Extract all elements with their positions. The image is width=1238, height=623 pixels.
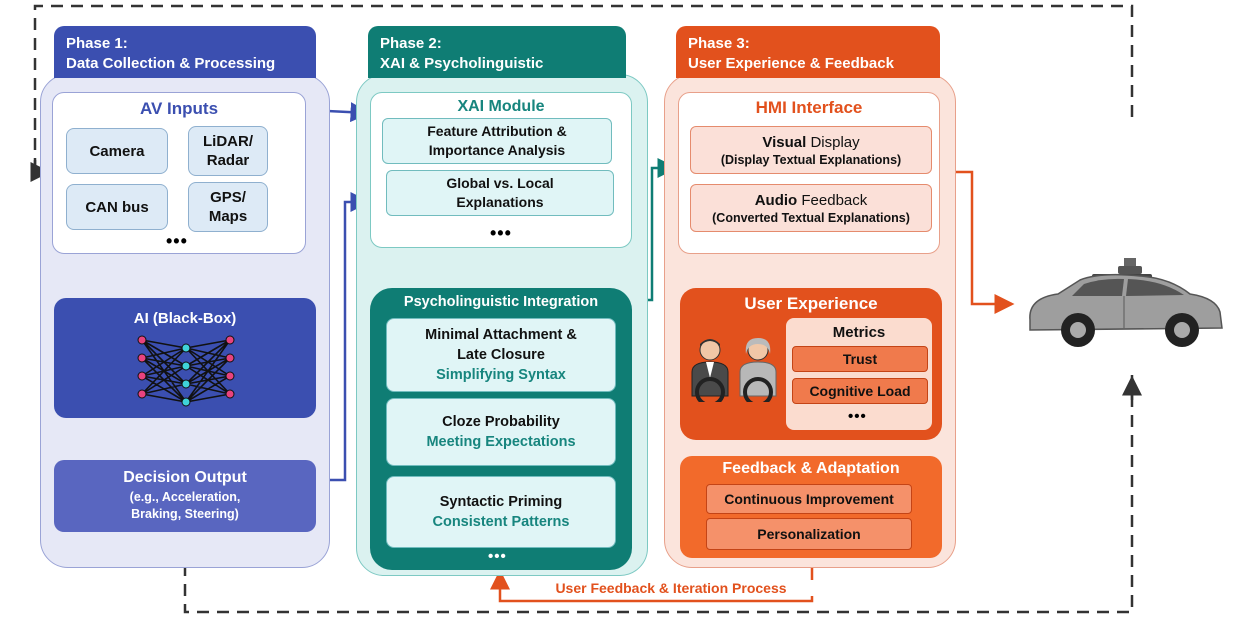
drivers-icon: [691, 338, 777, 402]
audio-feedback-rest: Feedback: [797, 191, 868, 209]
female-driver-icon: [739, 338, 777, 402]
visual-display-sub: (Display Textual Explanations): [720, 152, 902, 167]
xai-global-local: Global vs. Local Explanations: [386, 170, 614, 216]
audio-feedback-box: Audio Feedback (Converted Textual Explan…: [690, 184, 932, 232]
input-gps-maps: GPS/ Maps: [188, 182, 268, 232]
psy-ellipsis: •••: [488, 548, 507, 565]
feedback-adaptation-title: Feedback & Adaptation: [722, 460, 900, 477]
phase2-title: Phase 2:: [380, 35, 442, 52]
phase3-header: Phase 3: User Experience & Feedback: [676, 26, 940, 78]
input-can-bus: CAN bus: [66, 184, 168, 230]
autonomous-car-icon: [1029, 258, 1223, 347]
input-lidar-radar: LiDAR/ Radar: [188, 126, 268, 176]
neural-network-icon: [137, 335, 235, 407]
psy-item-sub: Consistent Patterns: [432, 514, 570, 530]
metrics-ellipsis: •••: [848, 408, 867, 425]
user-experience-title: User Experience: [744, 294, 878, 313]
metric-cognitive-load: Cognitive Load: [792, 378, 928, 404]
phase2-header: Phase 2: XAI & Psycholinguistic: [368, 26, 626, 78]
male-driver-icon: [691, 339, 729, 402]
audio-feedback-sub: (Converted Textual Explanations): [712, 210, 910, 225]
visual-display-bold: Visual: [762, 133, 807, 151]
phase3-subtitle: User Experience & Feedback: [688, 55, 894, 72]
decision-output-sub: (e.g., Acceleration, Braking, Steering): [129, 490, 241, 521]
input-camera: Camera: [66, 128, 168, 174]
phase1-subtitle: Data Collection & Processing: [66, 55, 276, 72]
psy-item-main: Cloze Probability: [442, 414, 560, 430]
psy-item-main: Syntactic Priming: [439, 494, 563, 510]
metrics-box: Metrics: [786, 318, 932, 430]
visual-display-rest: Display: [806, 133, 860, 151]
psy-item-sub: Simplifying Syntax: [436, 367, 566, 383]
psy-cloze-probability: Cloze Probability Meeting Expectations: [386, 398, 616, 466]
xai-ellipsis: •••: [490, 223, 512, 243]
phase1-header: Phase 1: Data Collection & Processing: [54, 26, 316, 78]
ai-blackbox-box: AI (Black-Box): [54, 298, 316, 418]
psycholinguistic-title: Psycholinguistic Integration: [403, 294, 599, 310]
av-inputs-ellipsis: •••: [166, 231, 188, 251]
psy-item-main: Minimal Attachment & Late Closure: [425, 327, 577, 363]
av-inputs-title: AV Inputs: [139, 99, 219, 118]
phase1-title: Phase 1:: [66, 35, 128, 52]
feedback-personalization: Personalization: [706, 518, 912, 550]
phase2-subtitle: XAI & Psycholinguistic: [380, 55, 544, 72]
metrics-title: Metrics: [832, 324, 886, 341]
metric-trust: Trust: [792, 346, 928, 372]
hmi-to-car-arrow: [945, 170, 1015, 314]
psy-item-sub: Meeting Expectations: [426, 434, 576, 450]
phase3-title: Phase 3:: [688, 35, 750, 52]
audio-feedback-bold: Audio: [754, 191, 798, 209]
hmi-interface-title: HMI Interface: [755, 98, 863, 117]
dashed-loop-top: [33, 4, 1134, 170]
xai-feature-attribution: Feature Attribution & Importance Analysi…: [382, 118, 612, 164]
psy-syntactic-priming: Syntactic Priming Consistent Patterns: [386, 476, 616, 548]
visual-display-box: Visual Display (Display Textual Explanat…: [690, 126, 932, 174]
feedback-loop-label: User Feedback & Iteration Process: [526, 580, 816, 596]
feedback-continuous-improvement: Continuous Improvement: [706, 484, 912, 514]
ai-blackbox-title: AI (Black-Box): [133, 310, 237, 327]
psy-minimal-attachment: Minimal Attachment & Late Closure Simpli…: [386, 318, 616, 392]
xai-module-title: XAI Module: [457, 98, 545, 115]
decision-output-box: Decision Output (e.g., Acceleration, Bra…: [54, 460, 316, 532]
dashed-loop-bottom: [183, 375, 1134, 614]
decision-output-title: Decision Output: [123, 469, 247, 486]
